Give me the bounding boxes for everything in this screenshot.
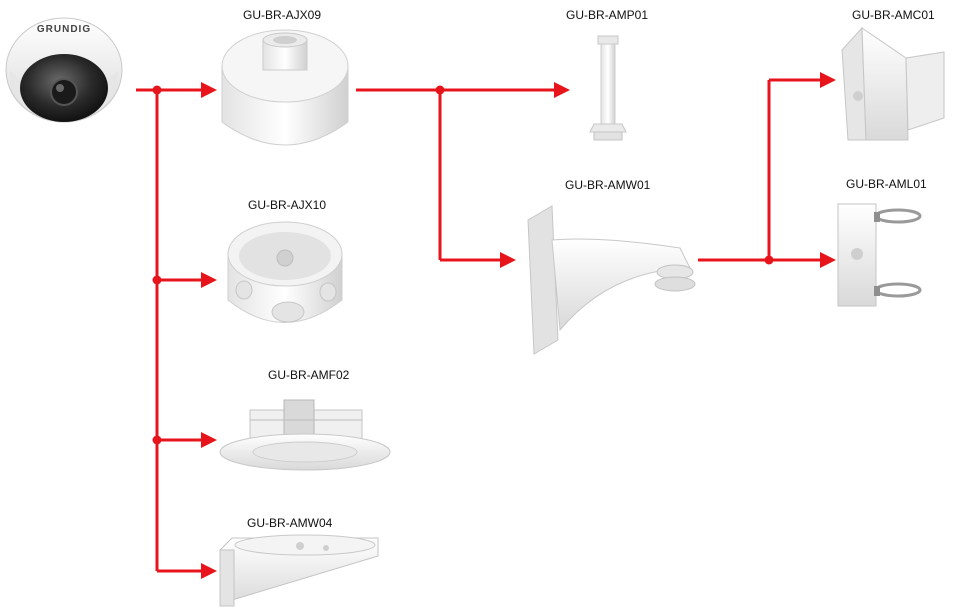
amp01-pendant-mount-image [589, 35, 627, 141]
connector-lines [136, 78, 822, 573]
junction-dots [152, 85, 774, 445]
label-amf02: GU-BR-AMF02 [268, 368, 350, 382]
ajx10-junction-box-image [227, 221, 343, 323]
aml01-pole-mount-image [837, 203, 922, 307]
amc01-corner-mount-image [841, 26, 945, 141]
dome-camera-image: GRUNDIG [5, 17, 123, 123]
connector-arrowheads [201, 72, 836, 579]
amf02-ceiling-mount-image [219, 399, 391, 471]
amw04-wall-mount-image [219, 534, 379, 607]
amw01-wall-bracket-image [527, 205, 696, 355]
label-ajx10: GU-BR-AJX10 [248, 198, 327, 212]
brand-logo: GRUNDIG [37, 24, 91, 35]
label-aml01: GU-BR-AML01 [846, 177, 927, 191]
label-amc01: GU-BR-AMC01 [852, 8, 935, 22]
label-ajx09: GU-BR-AJX09 [243, 8, 322, 22]
label-amw04: GU-BR-AMW04 [247, 516, 333, 530]
label-amw01: GU-BR-AMW01 [565, 178, 651, 192]
ajx09-junction-box-image [221, 29, 349, 146]
label-amp01: GU-BR-AMP01 [566, 8, 649, 22]
